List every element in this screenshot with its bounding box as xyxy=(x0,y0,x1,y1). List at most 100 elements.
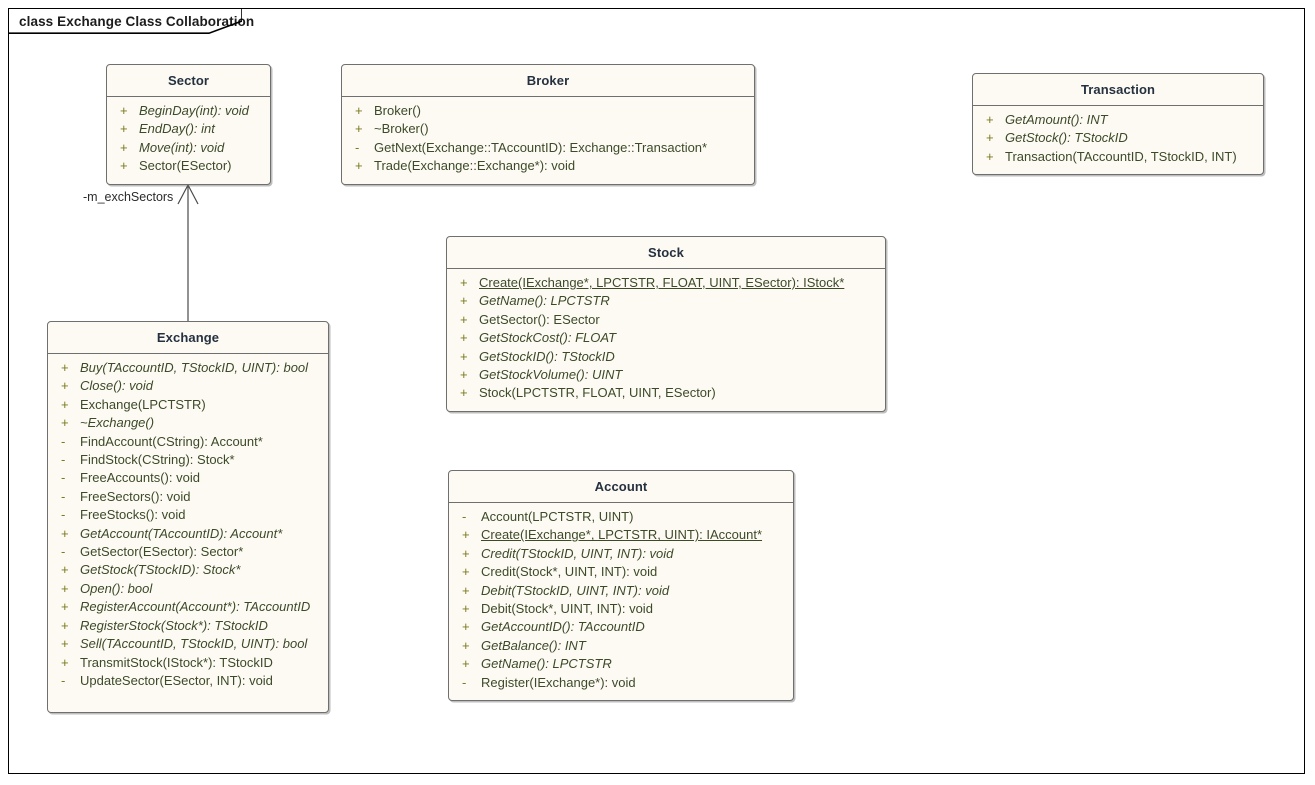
operation-row[interactable]: +Close(): void xyxy=(54,377,322,395)
operation-row[interactable]: + Open(): bool xyxy=(54,580,322,598)
operation-row[interactable]: +Transaction(TAccountID, TStockID, INT) xyxy=(979,148,1257,166)
operation-signature: FreeStocks(): void xyxy=(80,507,186,523)
operation-row[interactable]: +Sell(TAccountID, TStockID, UINT): bool xyxy=(54,635,322,653)
operation-row[interactable]: +Move(int): void xyxy=(113,139,264,157)
operation-row[interactable]: -FreeStocks(): void xyxy=(54,506,322,524)
operation-signature: GetName(): LPCTSTR xyxy=(481,656,612,672)
operation-visibility: + xyxy=(986,130,994,146)
operation-row[interactable]: +Stock(LPCTSTR, FLOAT, UINT, ESector) xyxy=(453,384,879,402)
class-box-sector[interactable]: Sector +BeginDay(int): void+EndDay(): in… xyxy=(106,64,271,185)
operation-row[interactable]: +TransmitStock(IStock*): TStockID xyxy=(54,654,322,672)
operation-row[interactable]: +GetStockVolume(): UINT xyxy=(453,366,879,384)
operation-signature: Trade(Exchange::Exchange*): void xyxy=(374,158,576,174)
operation-visibility: + xyxy=(355,158,363,174)
operation-visibility: + xyxy=(462,601,470,617)
operation-row[interactable]: +~Broker() xyxy=(348,120,748,138)
class-box-broker[interactable]: Broker +Broker()+~Broker()-GetNext(Excha… xyxy=(341,64,755,185)
operation-row[interactable]: +GetStock(TStockID): Stock* xyxy=(54,561,322,579)
operation-row[interactable]: +GetName(): LPCTSTR xyxy=(453,292,879,310)
operation-signature: BeginDay(int): void xyxy=(139,103,249,118)
operation-signature: GetNext(Exchange::TAccountID): Exchange:… xyxy=(374,139,708,155)
operation-row[interactable]: -FindStock(CString): Stock* xyxy=(54,451,322,469)
operation-visibility: + xyxy=(460,348,468,364)
operation-row[interactable]: -GetNext(Exchange::TAccountID): Exchange… xyxy=(348,139,748,157)
operation-row[interactable]: +Create(IExchange*, LPCTSTR, FLOAT, UINT… xyxy=(453,274,879,292)
operation-row[interactable]: +GetAccount(TAccountID): Account* xyxy=(54,525,322,543)
operation-signature: Register(IExchange*): void xyxy=(481,674,636,690)
operation-signature: GetSector(): ESector xyxy=(479,311,600,327)
operation-visibility: - xyxy=(355,139,360,155)
class-box-stock[interactable]: Stock +Create(IExchange*, LPCTSTR, FLOAT… xyxy=(446,236,886,412)
operation-row[interactable]: +~Exchange() xyxy=(54,414,322,432)
operation-visibility: - xyxy=(61,452,66,468)
operation-row[interactable]: +Sector(ESector) xyxy=(113,157,264,175)
operation-visibility: - xyxy=(462,674,467,690)
operation-visibility: + xyxy=(460,275,468,290)
operation-visibility: + xyxy=(462,582,470,598)
operation-row[interactable]: -FreeAccounts(): void xyxy=(54,469,322,487)
operation-row[interactable]: +GetAccountID(): TAccountID xyxy=(455,618,787,636)
class-name-transaction: Transaction xyxy=(973,74,1263,106)
operation-row[interactable]: +GetBalance(): INT xyxy=(455,637,787,655)
operation-signature: Move(int): void xyxy=(139,139,225,155)
class-box-account[interactable]: Account -Account(LPCTSTR, UINT)+Create(I… xyxy=(448,470,794,702)
operation-visibility: + xyxy=(355,103,363,118)
operation-row[interactable]: +Broker() xyxy=(348,102,748,120)
operation-signature: Credit(Stock*, UINT, INT): void xyxy=(481,564,658,580)
operation-visibility: + xyxy=(462,545,470,561)
operation-row[interactable]: -FreeSectors(): void xyxy=(54,488,322,506)
operation-row[interactable]: +Exchange(LPCTSTR) xyxy=(54,396,322,414)
operation-visibility: + xyxy=(986,112,994,127)
operation-row[interactable]: +RegisterStock(Stock*): TStockID xyxy=(54,617,322,635)
operation-visibility: - xyxy=(61,488,66,504)
operation-visibility: - xyxy=(61,507,66,523)
operation-visibility: + xyxy=(61,378,69,394)
operation-row[interactable]: +Credit(Stock*, UINT, INT): void xyxy=(455,563,787,581)
operation-row[interactable]: +EndDay(): int xyxy=(113,120,264,138)
operation-visibility: + xyxy=(61,525,69,541)
operation-visibility: + xyxy=(61,617,69,633)
class-name-account: Account xyxy=(449,471,793,503)
operation-row[interactable]: + Trade(Exchange::Exchange*): void xyxy=(348,157,748,175)
operation-row[interactable]: + Credit(TStockID, UINT, INT): void xyxy=(455,545,787,563)
operation-row[interactable]: +Create(IExchange*, LPCTSTR, UINT): IAcc… xyxy=(455,526,787,544)
operation-row[interactable]: +GetAmount(): INT xyxy=(979,111,1257,129)
operation-row[interactable]: +GetStockID(): TStockID xyxy=(453,348,879,366)
operation-row[interactable]: +RegisterAccount(Account*): TAccountID xyxy=(54,598,322,616)
operation-signature: RegisterAccount(Account*): TAccountID xyxy=(80,599,311,615)
operation-signature: Credit(TStockID, UINT, INT): void xyxy=(481,545,674,561)
diagram-frame-label-text: class Exchange Class Collaboration xyxy=(19,14,255,29)
operation-row[interactable]: -FindAccount(CString): Account* xyxy=(54,433,322,451)
operation-signature: Create(IExchange*, LPCTSTR, UINT): IAcco… xyxy=(481,527,763,543)
class-box-transaction[interactable]: Transaction +GetAmount(): INT+ GetStock()… xyxy=(972,73,1264,176)
class-operations-stock: +Create(IExchange*, LPCTSTR, FLOAT, UINT… xyxy=(447,269,885,411)
operation-row[interactable]: -Register(IExchange*): void xyxy=(455,674,787,692)
operation-row[interactable]: -Account(LPCTSTR, UINT) xyxy=(455,508,787,526)
operation-visibility: - xyxy=(61,544,66,560)
operation-row[interactable]: +GetStockCost(): FLOAT xyxy=(453,329,879,347)
class-operations-sector: +BeginDay(int): void+EndDay(): int+Move(… xyxy=(107,97,270,184)
operation-signature: TransmitStock(IStock*): TStockID xyxy=(80,654,273,670)
operation-signature: GetStockVolume(): UINT xyxy=(479,367,623,383)
operation-signature: Sector(ESector) xyxy=(139,158,232,174)
operation-row[interactable]: +Debit(TStockID, UINT, INT): void xyxy=(455,582,787,600)
operation-signature: FindStock(CString): Stock* xyxy=(80,452,235,468)
operation-signature: GetSector(ESector): Sector* xyxy=(80,544,244,560)
operation-row[interactable]: + GetStock(): TStockID xyxy=(979,129,1257,147)
operation-row[interactable]: +Buy(TAccountID, TStockID, UINT): bool xyxy=(54,359,322,377)
operation-row[interactable]: -GetSector(ESector): Sector* xyxy=(54,543,322,561)
operation-visibility: + xyxy=(61,562,69,578)
operation-visibility: + xyxy=(61,580,69,596)
operation-row[interactable]: +GetSector(): ESector xyxy=(453,311,879,329)
class-name-stock: Stock xyxy=(447,237,885,269)
operation-visibility: - xyxy=(61,470,66,486)
operation-row[interactable]: +Debit(Stock*, UINT, INT): void xyxy=(455,600,787,618)
operation-signature: Transaction(TAccountID, TStockID, INT) xyxy=(1005,148,1237,164)
class-box-exchange[interactable]: Exchange +Buy(TAccountID, TStockID, UINT… xyxy=(47,321,329,713)
operation-row[interactable]: +GetName(): LPCTSTR xyxy=(455,655,787,673)
operation-row[interactable]: -UpdateSector(ESector, INT): void xyxy=(54,672,322,690)
operation-signature: Open(): bool xyxy=(80,580,153,596)
operation-row[interactable]: +BeginDay(int): void xyxy=(113,102,264,120)
operation-visibility: + xyxy=(61,396,69,412)
operation-signature: GetStock(): TStockID xyxy=(1005,130,1128,146)
